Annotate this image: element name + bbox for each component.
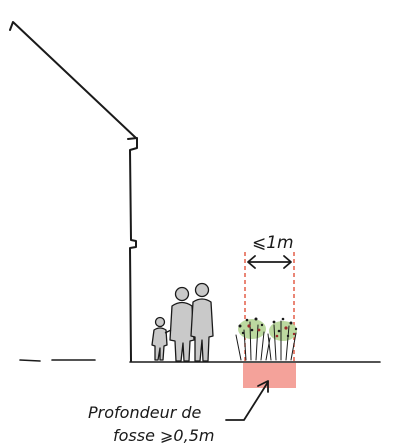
width-label: ⩽1m — [252, 233, 294, 253]
depth-callout-arrow — [225, 380, 269, 421]
depth-label-line1: Profondeur de — [88, 403, 202, 422]
building-outline — [9, 21, 138, 362]
planting-pit — [243, 363, 296, 388]
depth-label-line2: fosse ⩾0,5m — [113, 426, 214, 445]
ground-line — [19, 359, 381, 363]
people-group — [151, 282, 214, 362]
shrubs — [235, 317, 298, 361]
width-arrow — [247, 255, 292, 269]
